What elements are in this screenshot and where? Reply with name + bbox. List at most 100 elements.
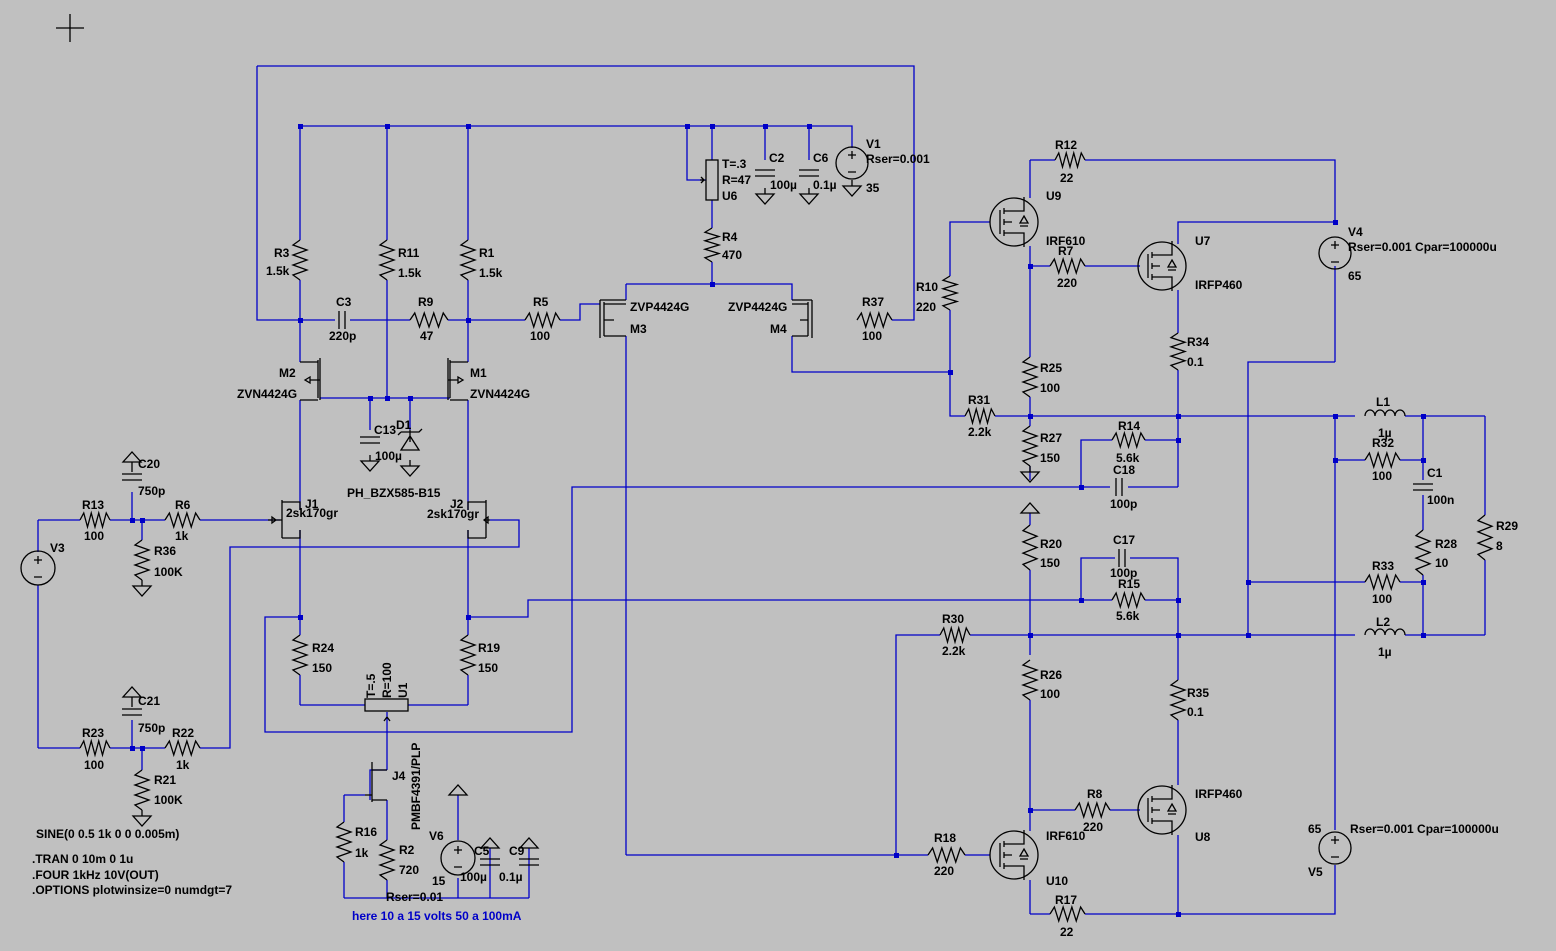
label-R1: R1 bbox=[479, 246, 495, 260]
resistor-R31[interactable] bbox=[964, 406, 996, 426]
label-R17-value: 22 bbox=[1060, 925, 1074, 939]
resistor-R24[interactable] bbox=[291, 634, 309, 676]
resistor-R8[interactable] bbox=[1074, 800, 1111, 820]
resistor-R2[interactable] bbox=[378, 839, 396, 881]
label-R13: R13 bbox=[82, 498, 104, 512]
power-mosfet-U8[interactable] bbox=[1137, 785, 1187, 835]
label-C2-value: 100µ bbox=[770, 178, 797, 192]
components[interactable] bbox=[20, 146, 1494, 924]
ground-icon[interactable] bbox=[798, 188, 820, 205]
resistor-R15[interactable] bbox=[1111, 590, 1146, 610]
ground-icon[interactable] bbox=[479, 837, 540, 849]
capacitor-C5[interactable] bbox=[480, 858, 500, 866]
resistor-R9[interactable] bbox=[409, 310, 449, 330]
resistor-R26[interactable] bbox=[1021, 659, 1039, 701]
resistor-R16[interactable] bbox=[335, 821, 353, 863]
jfet-J2[interactable] bbox=[467, 500, 490, 539]
resistor-R22[interactable] bbox=[164, 738, 201, 758]
capacitor-C13[interactable] bbox=[360, 436, 380, 444]
ground-icon[interactable] bbox=[1019, 502, 1041, 514]
capacitor-C2[interactable] bbox=[755, 169, 775, 177]
capacitor-C21[interactable] bbox=[122, 708, 142, 716]
label-C1: C1 bbox=[1427, 466, 1443, 480]
resistor-R30[interactable] bbox=[939, 625, 971, 645]
ground-icon[interactable] bbox=[359, 455, 381, 472]
voltage-source-V5[interactable] bbox=[1318, 831, 1352, 865]
ground-icon[interactable] bbox=[754, 188, 776, 205]
label-V4: V4 bbox=[1348, 225, 1363, 239]
ground-icon[interactable] bbox=[131, 580, 153, 597]
resistor-R6[interactable] bbox=[164, 510, 201, 530]
jfet-J1[interactable] bbox=[268, 500, 301, 539]
resistor-R32[interactable] bbox=[1364, 450, 1401, 470]
resistor-R4[interactable] bbox=[702, 227, 722, 263]
resistor-R37[interactable] bbox=[856, 310, 893, 330]
capacitor-C20[interactable] bbox=[122, 473, 142, 481]
power-mosfet-U9[interactable] bbox=[989, 197, 1039, 247]
ground-icon[interactable] bbox=[121, 686, 143, 707]
label-R10-value: 220 bbox=[916, 300, 936, 314]
capacitor-C18[interactable] bbox=[1115, 478, 1123, 496]
ground-icon[interactable] bbox=[841, 180, 863, 197]
resistor-R10[interactable] bbox=[940, 275, 960, 311]
resistor-R17[interactable] bbox=[1049, 904, 1086, 924]
power-mosfet-U7[interactable] bbox=[1137, 241, 1187, 291]
resistor-R13[interactable] bbox=[79, 510, 111, 530]
resistor-R28[interactable] bbox=[1414, 529, 1432, 576]
potentiometer-U6[interactable] bbox=[705, 159, 719, 201]
mosfet-M2[interactable] bbox=[300, 358, 321, 401]
inductor-L2[interactable] bbox=[1364, 628, 1406, 636]
resistor-R27[interactable] bbox=[1021, 425, 1039, 467]
directive-sine: SINE(0 0.5 1k 0 0 0.005m) bbox=[36, 827, 179, 841]
jfet-J4[interactable] bbox=[365, 762, 387, 802]
voltage-source-V1[interactable] bbox=[835, 146, 869, 180]
mosfet-M1[interactable] bbox=[447, 358, 468, 401]
resistor-R29[interactable] bbox=[1476, 514, 1494, 561]
capacitor-C9[interactable] bbox=[519, 858, 539, 866]
label-R10: R10 bbox=[916, 280, 938, 294]
power-mosfet-U10[interactable] bbox=[989, 830, 1039, 880]
voltage-source-V4[interactable] bbox=[1318, 236, 1352, 270]
capacitor-C3[interactable] bbox=[338, 311, 346, 329]
label-R30-value: 2.2k bbox=[942, 644, 966, 658]
resistor-R19[interactable] bbox=[459, 634, 477, 676]
resistor-R33[interactable] bbox=[1364, 572, 1401, 592]
ground-icon[interactable] bbox=[1019, 466, 1041, 483]
resistor-R5[interactable] bbox=[524, 310, 561, 330]
voltage-source-V3[interactable] bbox=[20, 550, 56, 586]
mosfet-M4[interactable] bbox=[792, 299, 813, 338]
resistor-R34[interactable] bbox=[1168, 332, 1188, 371]
ground-icon[interactable] bbox=[447, 784, 469, 796]
voltage-source-V6[interactable] bbox=[440, 840, 476, 876]
potentiometer-U1[interactable] bbox=[364, 698, 409, 712]
resistor-R23[interactable] bbox=[79, 738, 111, 758]
ground-icon[interactable] bbox=[399, 460, 421, 477]
capacitor-C1[interactable] bbox=[1413, 483, 1433, 491]
resistor-R21[interactable] bbox=[133, 769, 151, 811]
zener-diode-D1[interactable] bbox=[397, 428, 423, 451]
label-V5-rser: Rser=0.001 Cpar=100000u bbox=[1350, 822, 1499, 836]
ground-icon[interactable] bbox=[121, 451, 143, 472]
resistor-R7[interactable] bbox=[1049, 256, 1086, 276]
resistor-R12[interactable] bbox=[1054, 150, 1086, 170]
resistor-R18[interactable] bbox=[927, 845, 966, 865]
capacitor-C6[interactable] bbox=[799, 169, 819, 177]
mosfet-M3[interactable] bbox=[599, 299, 626, 338]
resistor-R20[interactable] bbox=[1021, 524, 1039, 571]
spice-directives[interactable]: SINE(0 0.5 1k 0 0 0.005m) .TRAN 0 10m 0 … bbox=[32, 827, 522, 923]
capacitor-C17[interactable] bbox=[1118, 549, 1126, 567]
resistor-R1[interactable] bbox=[459, 239, 477, 281]
resistor-R25[interactable] bbox=[1021, 356, 1039, 398]
ground-icon[interactable] bbox=[131, 810, 153, 827]
label-R12: R12 bbox=[1055, 138, 1077, 152]
resistor-R3[interactable] bbox=[291, 239, 309, 281]
resistor-R14[interactable] bbox=[1111, 430, 1146, 450]
label-R11-value: 1.5k bbox=[398, 266, 422, 280]
resistor-R36[interactable] bbox=[133, 539, 151, 581]
resistor-R11[interactable] bbox=[378, 239, 396, 281]
label-R21-value: 100K bbox=[154, 793, 183, 807]
resistor-R35[interactable] bbox=[1169, 679, 1187, 721]
label-R6: R6 bbox=[175, 498, 191, 512]
inductor-L1[interactable] bbox=[1364, 409, 1406, 417]
